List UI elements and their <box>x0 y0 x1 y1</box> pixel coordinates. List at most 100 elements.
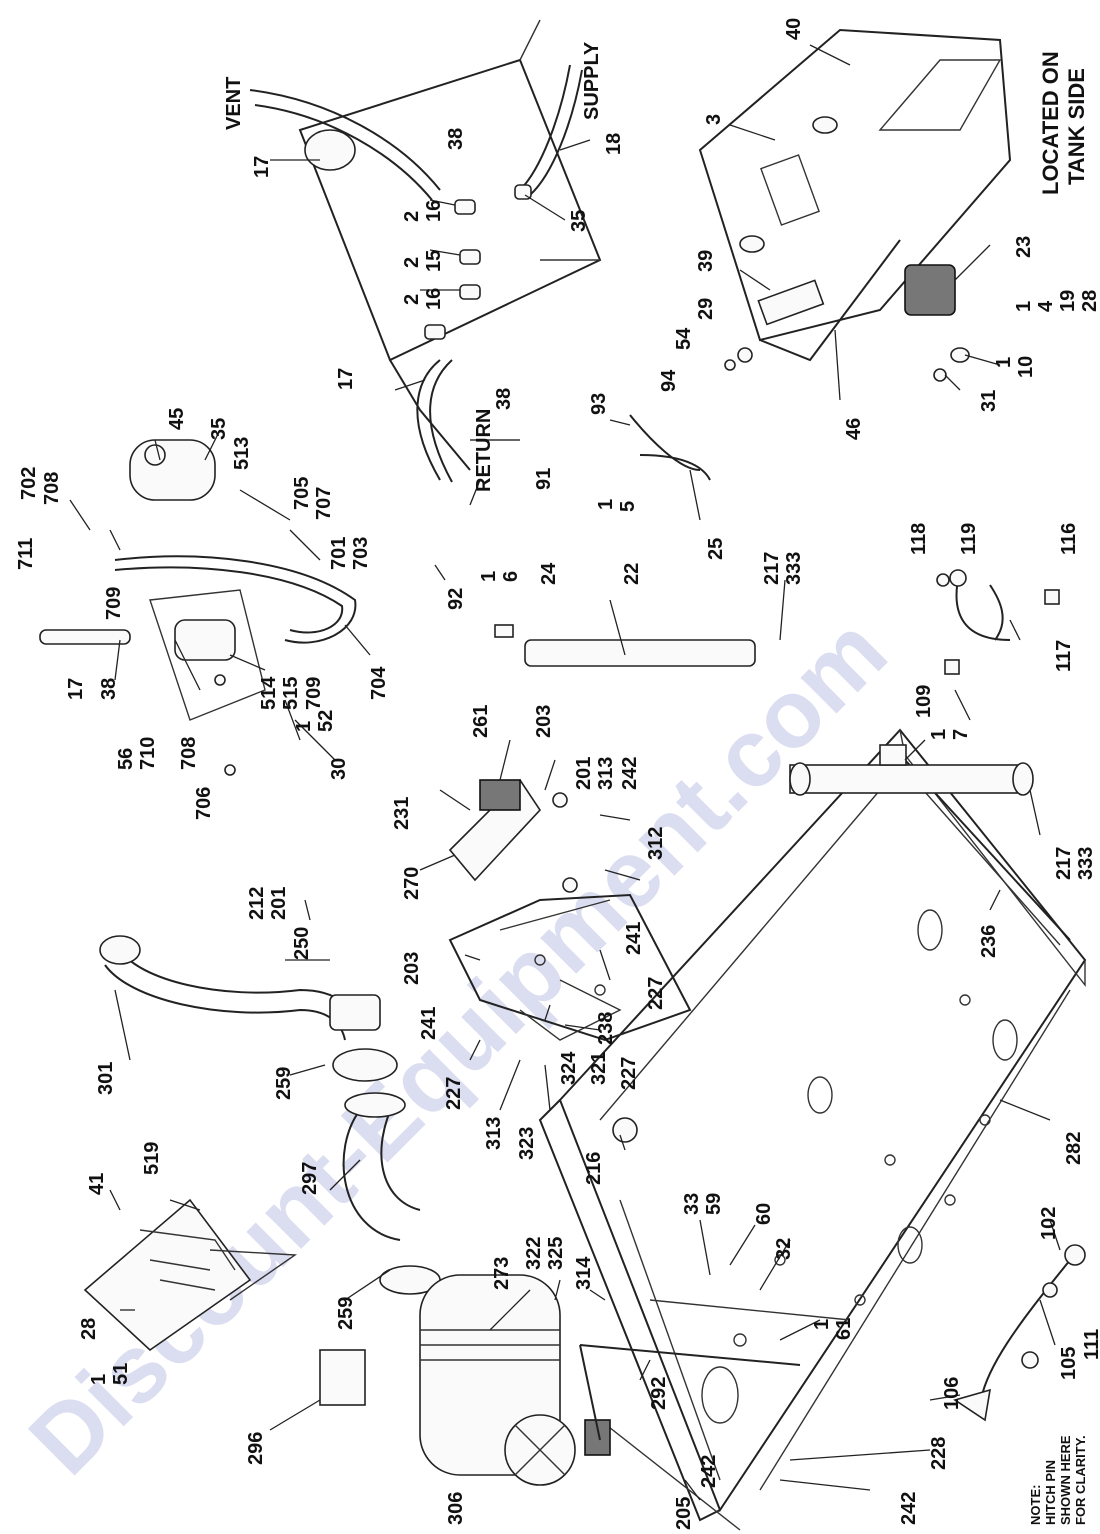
callout-3: 3 <box>703 114 725 125</box>
callout-116: 116 <box>1058 523 1080 555</box>
callout-203: 203 <box>533 705 555 738</box>
callout-333b: 333 <box>1075 847 1097 880</box>
callout-45: 45 <box>166 408 188 430</box>
callout-94: 94 <box>658 369 680 392</box>
callout-38c: 38 <box>98 678 120 700</box>
battery-box <box>83 1198 298 1352</box>
callout-231: 231 <box>391 797 413 830</box>
callout-242: 242 <box>619 757 641 790</box>
control-panel <box>448 893 692 1042</box>
callout-59: 59 <box>703 1193 725 1215</box>
callout-261: 261 <box>470 705 492 738</box>
callout-321: 321 <box>588 1052 610 1085</box>
callout-19-18: 19 <box>1057 290 1079 312</box>
callout-1b: 1 <box>1013 301 1035 312</box>
callout-17c: 17 <box>65 678 87 700</box>
callout-292-10: 292 <box>648 1377 670 1410</box>
callout-701: 701 <box>328 537 350 570</box>
callout-227c: 227 <box>443 1077 465 1110</box>
callout-297: 297 <box>299 1162 321 1195</box>
callout-703: 703 <box>350 537 372 570</box>
fuel-lines <box>249 64 583 483</box>
callout-325-8: 325 <box>545 1237 567 1270</box>
callout-273: 273 <box>491 1257 513 1290</box>
callout-306: 306 <box>445 1492 467 1525</box>
callout-301: 301 <box>95 1062 117 1095</box>
callout-4: 4 <box>1035 300 1057 312</box>
label-located-on: LOCATED ON <box>1038 51 1063 195</box>
callout-39: 39 <box>695 250 717 272</box>
callout-228: 228 <box>928 1437 950 1470</box>
callout-51: 51 <box>110 1363 132 1385</box>
callout-111-16: 111 <box>1081 1329 1100 1360</box>
callout-515: 515 <box>280 677 302 710</box>
callout-276: 313 <box>483 1117 505 1150</box>
callout-labels: 17 VENT 2 16 38 2 15 2 16 17 38 RETURN S… <box>15 18 1100 1525</box>
callout-17b: 17 <box>335 368 357 390</box>
callout-1a: 1 <box>993 357 1015 368</box>
callout-35: 35 <box>568 210 590 232</box>
callout-31: 31 <box>978 390 1000 412</box>
callout-18: 18 <box>603 133 625 155</box>
note-line-4: FOR CLARITY. <box>1073 1435 1088 1525</box>
callout-333: 333 <box>783 552 805 585</box>
callout-1e: 1 <box>928 729 950 740</box>
trailer-frame <box>538 728 1087 1531</box>
callout-242c: 242 <box>898 1492 920 1525</box>
callout-217: 217 <box>761 552 783 585</box>
callout-119: 119 <box>958 523 980 555</box>
callout-117: 117 <box>1053 640 1075 672</box>
callout-102-13: 102 <box>1038 1207 1060 1240</box>
callout-40: 40 <box>783 18 805 40</box>
callout-314-9: 314 <box>573 1256 595 1290</box>
callout-322-7: 322 <box>523 1237 545 1270</box>
callout-708b: 708 <box>178 737 200 770</box>
note-line-3: SHOWN HERE <box>1058 1435 1073 1525</box>
callout-16b: 16 <box>423 288 445 310</box>
callout-704: 704 <box>368 666 390 700</box>
callout-513: 513 <box>231 437 253 470</box>
callout-282: 282 <box>1063 1132 1085 1165</box>
callout-1g: 1 <box>88 1374 110 1385</box>
callout-312: 312 <box>645 827 667 860</box>
callout-2b: 2 <box>401 257 423 268</box>
fuel-tank <box>298 19 602 471</box>
callout-15: 15 <box>423 250 445 272</box>
leader-lines <box>69 44 1061 1501</box>
callout-313: 313 <box>595 757 617 790</box>
callout-93: 93 <box>588 393 610 415</box>
callout-105-15: 105 <box>1058 1347 1080 1380</box>
callout-296-5: 296 <box>245 1432 267 1465</box>
callout-54: 54 <box>673 327 695 350</box>
callout-56: 56 <box>115 748 137 770</box>
callout-38: 38 <box>445 128 467 150</box>
callout-23: 23 <box>1013 236 1035 258</box>
callout-227b: 227 <box>618 1057 640 1090</box>
callout-205-12: 205 <box>673 1497 695 1530</box>
callout-6: 6 <box>500 571 522 582</box>
callout-270: 270 <box>401 867 423 900</box>
callout-706: 706 <box>193 787 215 820</box>
callout-323-17: 323 <box>516 1127 538 1160</box>
callout-324: 324 <box>558 1051 580 1085</box>
callout-41-6: 41 <box>86 1173 108 1195</box>
fuel-pump-assembly <box>39 439 357 776</box>
callout-705: 705 <box>291 477 313 510</box>
callout-22: 22 <box>621 563 643 585</box>
callout-29: 29 <box>695 298 717 320</box>
callout-201-1: 201 <box>268 887 290 920</box>
callout-52: 52 <box>315 710 337 732</box>
callout-61-11: 61 <box>833 1318 855 1340</box>
callout-24: 24 <box>538 562 560 585</box>
callout-16: 16 <box>423 200 445 222</box>
callout-106-14: 106 <box>941 1377 963 1410</box>
callout-38b: 38 <box>493 388 515 410</box>
callout-25: 25 <box>705 538 727 560</box>
callout-92: 92 <box>445 588 467 610</box>
callout-1d: 1 <box>478 571 500 582</box>
callout-709b: 709 <box>303 677 325 710</box>
callout-241b: 241 <box>418 1007 440 1040</box>
callout-709: 709 <box>103 587 125 620</box>
callout-707: 707 <box>313 487 335 520</box>
